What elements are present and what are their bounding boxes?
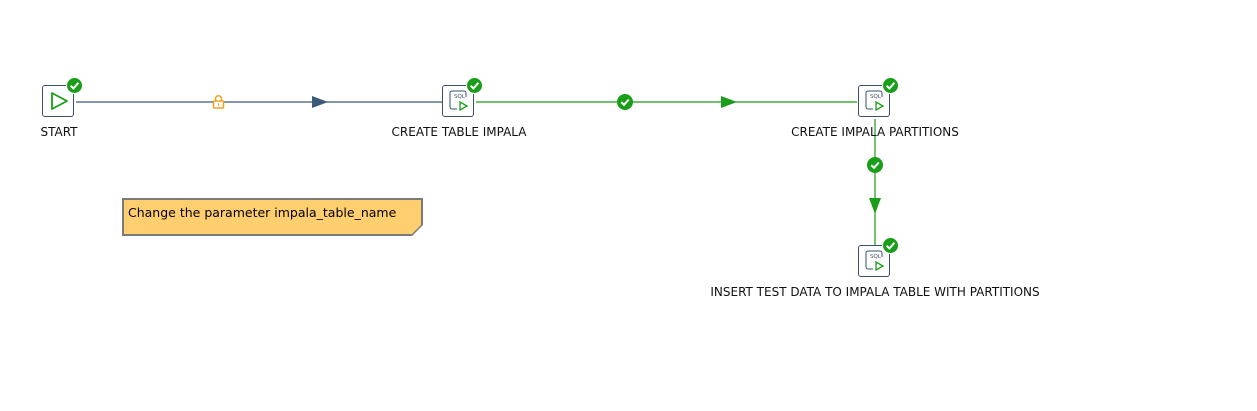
- success-status-icon: [66, 77, 83, 94]
- node-label-insert-data: INSERT TEST DATA TO IMPALA TABLE WITH PA…: [710, 285, 1040, 299]
- lock-icon[interactable]: [211, 94, 226, 109]
- svg-text:SQL: SQL: [870, 254, 882, 260]
- hop-start-to-create-table[interactable]: [76, 96, 442, 108]
- success-status-icon: [466, 77, 483, 94]
- hop-create-table-to-partitions[interactable]: [476, 96, 857, 108]
- check-circle-icon[interactable]: [617, 94, 633, 110]
- sql-script-icon: SQL: [865, 250, 885, 272]
- note-fold-corner: [411, 224, 423, 236]
- note-text: Change the parameter impala_table_name: [128, 205, 397, 220]
- svg-text:SQL: SQL: [454, 94, 466, 100]
- node-label-create-table: CREATE TABLE IMPALA: [391, 125, 527, 139]
- workflow-note[interactable]: Change the parameter impala_table_name: [122, 198, 423, 236]
- check-circle-icon[interactable]: [867, 157, 883, 173]
- sql-script-icon: SQL: [865, 90, 885, 112]
- success-status-icon: [882, 237, 899, 254]
- svg-text:SQL: SQL: [870, 94, 882, 100]
- sql-node-insert-data[interactable]: SQL: [858, 245, 890, 277]
- node-label-start: START: [40, 125, 78, 139]
- sql-script-icon: SQL: [449, 90, 469, 112]
- play-icon: [51, 92, 68, 110]
- hop-partitions-to-insert[interactable]: [869, 119, 881, 245]
- success-status-icon: [882, 77, 899, 94]
- node-label-create-partitions: CREATE IMPALA PARTITIONS: [791, 125, 959, 139]
